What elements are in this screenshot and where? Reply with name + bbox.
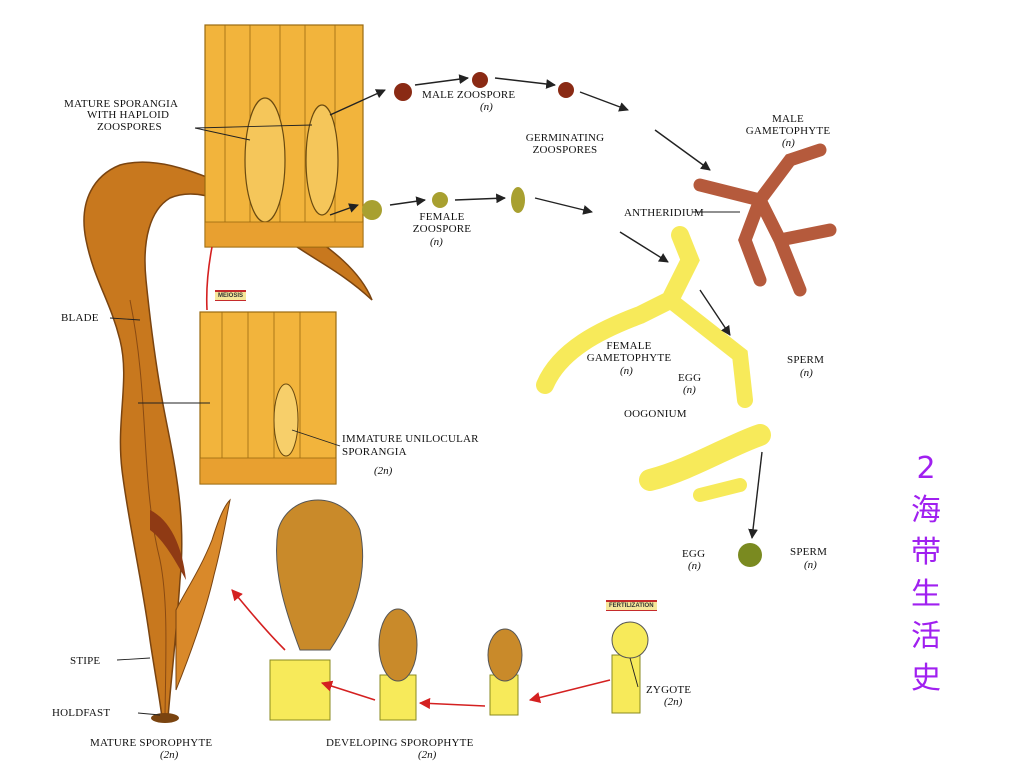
- male-zoospore-shape-2: [472, 72, 488, 88]
- label-female-zoospore-ploidy: (n): [430, 236, 443, 248]
- female-zoospore-shape-2: [432, 192, 448, 208]
- label-zygote: ZYGOTE: [646, 684, 692, 696]
- label-fertilization: FERTILIZATION: [606, 600, 657, 611]
- label-male-zoospore-ploidy: (n): [480, 101, 493, 113]
- label-mature-sporangia-1: MATURE SPORANGIA: [64, 98, 179, 110]
- label-immature-2: SPORANGIA: [342, 446, 407, 458]
- mature-sporophyte: [83, 161, 373, 723]
- leader-lines: [109, 124, 740, 716]
- label-female-zoospore-1: FEMALE: [419, 211, 465, 223]
- label-male-gametophyte-1: MALE: [772, 113, 804, 125]
- label-holdfast: HOLDFAST: [52, 707, 111, 719]
- female-zoospore-shape-3: [511, 187, 525, 213]
- label-female-gametophyte-1: FEMALE: [606, 340, 652, 352]
- label-male-gametophyte-2: GAMETOPHYTE: [745, 125, 831, 137]
- label-developing-sporophyte: DEVELOPING SPOROPHYTE: [326, 737, 474, 749]
- label-sperm-2-ploidy: (n): [804, 559, 817, 571]
- title-char-6: 史: [911, 661, 941, 696]
- egg-sperm-fusion: [738, 543, 762, 567]
- label-immature-1: IMMATURE UNILOCULAR: [342, 433, 479, 445]
- immature-sporangia-block: [199, 311, 337, 485]
- label-mature-sporophyte: MATURE SPOROPHYTE: [90, 737, 213, 749]
- label-mature-sporangia-2: WITH HAPLOID: [87, 109, 170, 121]
- label-male-zoospore: MALE ZOOSPORE: [422, 89, 516, 101]
- label-female-zoospore-2: ZOOSPORE: [412, 223, 472, 235]
- male-zoospore-shape-3: [558, 82, 574, 98]
- cycle-arrows: [205, 74, 763, 710]
- title-char-5: 活: [911, 619, 941, 654]
- label-egg-1: EGG: [678, 372, 702, 384]
- mature-sporangia-block: [204, 24, 364, 248]
- label-egg-1-ploidy: (n): [683, 384, 696, 396]
- label-egg-2: EGG: [682, 548, 706, 560]
- vertical-title: 2 海 带 生 活 史: [896, 448, 956, 728]
- label-zygote-ploidy: (2n): [664, 696, 683, 708]
- title-char-3: 带: [911, 535, 941, 570]
- label-germinating-2: ZOOSPORES: [532, 144, 598, 156]
- label-antheridium: ANTHERIDIUM: [624, 207, 704, 219]
- label-immature-ploidy: (2n): [374, 465, 393, 477]
- label-sperm-1-ploidy: (n): [800, 367, 813, 379]
- label-meiosis: MEIOSIS: [215, 290, 247, 301]
- title-char-2: 海: [911, 493, 941, 528]
- female-gametophyte: [536, 226, 771, 502]
- label-male-gametophyte-ploidy: (n): [782, 137, 795, 149]
- developing-sporophytes: [269, 499, 649, 721]
- label-female-gametophyte-ploidy: (n): [620, 365, 633, 377]
- label-mature-sporophyte-ploidy: (2n): [160, 749, 179, 761]
- label-blade: BLADE: [61, 312, 99, 324]
- title-char-4: 生: [911, 577, 941, 612]
- female-zoospore-shape: [362, 200, 382, 220]
- label-sperm-2: SPERM: [790, 546, 828, 558]
- label-female-gametophyte-2: GAMETOPHYTE: [586, 352, 672, 364]
- label-germinating-1: GERMINATING: [525, 132, 605, 144]
- male-gametophyte: [693, 143, 837, 297]
- label-oogonium: OOGONIUM: [624, 408, 687, 420]
- male-zoospore-shape: [394, 83, 412, 101]
- label-mature-sporangia-3: ZOOSPORES: [97, 121, 162, 133]
- title-char-1: 2: [916, 451, 936, 486]
- label-egg-2-ploidy: (n): [688, 560, 701, 572]
- label-sperm-1: SPERM: [787, 354, 825, 366]
- label-developing-sporophyte-ploidy: (2n): [418, 749, 437, 761]
- label-stipe: STIPE: [70, 655, 101, 667]
